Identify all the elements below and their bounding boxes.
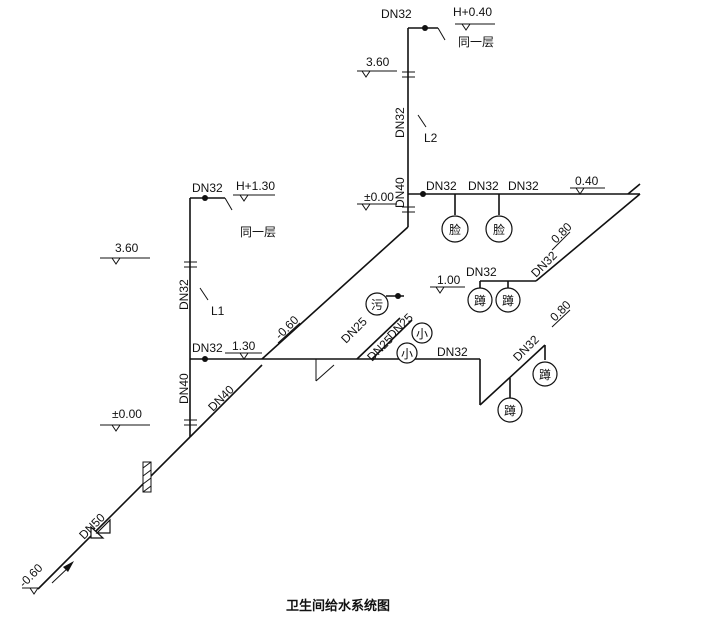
l2-vert-size: DN32: [393, 107, 407, 138]
lower-diagonal: [479, 344, 546, 406]
dn25-a-size: DN25: [338, 314, 370, 346]
fixture-squat-1: 蹲: [467, 287, 493, 313]
main-pipe-dn40: [189, 364, 263, 438]
fixture-urinal-1: 小: [411, 322, 433, 344]
urinal-diagonal-b: [371, 319, 413, 360]
l2-valve-dot: [422, 25, 428, 31]
fixture-squat-2: 蹲: [495, 287, 521, 313]
fixture-squat-4: 蹲: [497, 397, 523, 423]
squat-size: DN32: [466, 265, 497, 279]
fixture-squat-4-label: 蹲: [504, 404, 516, 418]
l1-valve-stem: [224, 197, 233, 211]
l1-branch-valve-dot: [202, 356, 208, 362]
l1-vert-size: DN32: [177, 279, 191, 310]
sewage-valve-dot: [395, 293, 401, 299]
l2-valve-elevation: H+0.40: [453, 5, 492, 19]
diagonal-to-squat: [535, 193, 641, 282]
l2-leader: [417, 114, 427, 128]
riser-l1-label: L1: [211, 304, 225, 318]
diag-lower-elevation: 0.80: [547, 297, 574, 324]
main-diag-size: DN40: [205, 382, 237, 414]
l1-ground-elevation: ±0.00: [112, 407, 142, 421]
fixture-basin-2-label: 脸: [493, 223, 505, 237]
l1-branch-elevation: 1.30: [232, 339, 256, 353]
dn25-c-size: DN25: [384, 310, 416, 342]
l1-same-floor-note: 同一层: [240, 225, 276, 239]
basin-size-2: DN32: [468, 179, 499, 193]
wall-sleeve-icon: [142, 461, 152, 493]
riser-l2-label: L2: [424, 131, 438, 145]
fixture-sewage-label: 污: [371, 298, 383, 312]
fixture-squat-3: 蹲: [532, 361, 558, 387]
fixture-squat-2-label: 蹲: [502, 294, 514, 308]
fixture-squat-3-label: 蹲: [539, 368, 551, 382]
l2-valve-stem: [437, 27, 446, 41]
flow-arrow-head: [63, 561, 74, 572]
lower-branch-size: DN32: [437, 345, 468, 359]
basin-valve-dot: [420, 191, 426, 197]
l2-lower-size: DN40: [393, 177, 407, 208]
diagram-title: 卫生间给水系统图: [286, 598, 390, 614]
upper-diagonal-pipe: [261, 226, 409, 360]
l2-floor-elevation: 3.60: [366, 55, 390, 69]
basin-size-3: DN32: [508, 179, 539, 193]
fixture-urinal-2: 小: [396, 342, 418, 364]
l1-branch-size: DN32: [192, 341, 223, 355]
l2-top-size: DN32: [381, 7, 412, 21]
fixture-urinal-2-label: 小: [401, 347, 413, 361]
wall-sleeve-hatch: [142, 461, 152, 469]
l1-leader: [199, 287, 209, 301]
elevation-marker-icon: [22, 23, 605, 595]
l1-floor-elevation: 3.60: [115, 241, 139, 255]
basin-end-cap: [627, 183, 641, 195]
diag-lower-size: DN32: [510, 332, 542, 364]
fixture-basin-1: 脸: [441, 215, 469, 243]
l1-lower-size: DN40: [177, 373, 191, 404]
gate-valve-icon-b: [95, 518, 111, 534]
l1-top-size: DN32: [192, 181, 223, 195]
fixture-basin-2: 脸: [485, 215, 513, 243]
l2-same-floor-note: 同一层: [458, 35, 494, 49]
l2-ground-elevation: ±0.00: [364, 190, 394, 204]
diag-upper-elevation: 0.80: [548, 219, 575, 246]
basin-size-1: DN32: [426, 179, 457, 193]
basin-elevation: 0.40: [575, 174, 599, 188]
urinal-diagonal-a: [356, 317, 401, 360]
fixture-sewage: 污: [365, 292, 389, 316]
fixture-squat-1-label: 蹲: [474, 294, 486, 308]
l1-valve-dot: [202, 195, 208, 201]
l1-valve-elevation: H+1.30: [236, 179, 275, 193]
inlet-pipe-dn50: [37, 436, 191, 590]
fixture-urinal-1-label: 小: [416, 327, 428, 341]
fixture-basin-1-label: 脸: [449, 223, 461, 237]
squat-elevation: 1.00: [437, 273, 461, 287]
